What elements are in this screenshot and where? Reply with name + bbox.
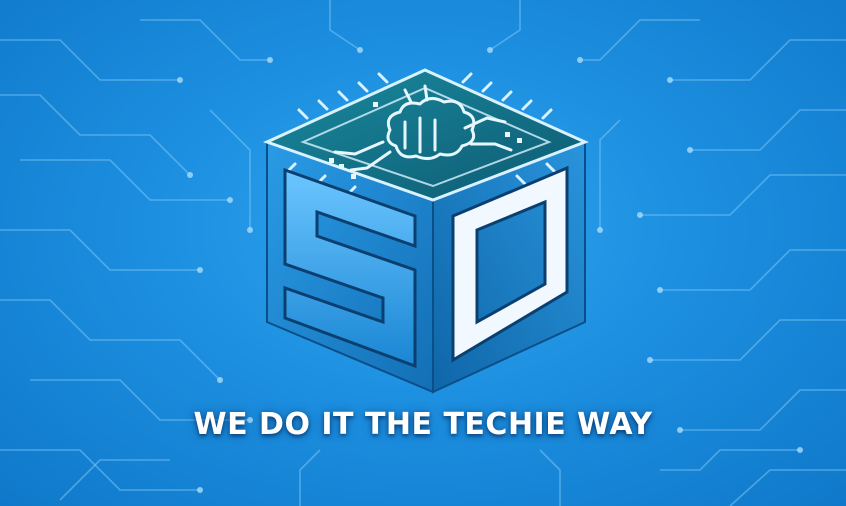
letter-d	[451, 165, 569, 363]
cube-top-face	[262, 68, 589, 202]
tagline: WE DO IT THE TECHIE WAY	[193, 407, 653, 442]
circuit-nodes	[177, 47, 803, 493]
letter-s	[283, 167, 417, 369]
chip-dots	[329, 102, 522, 179]
brain-chip-icon	[333, 84, 513, 172]
chip-pins	[285, 72, 557, 197]
sd-cube-logo	[262, 68, 589, 394]
chip-inner-border	[300, 86, 552, 188]
